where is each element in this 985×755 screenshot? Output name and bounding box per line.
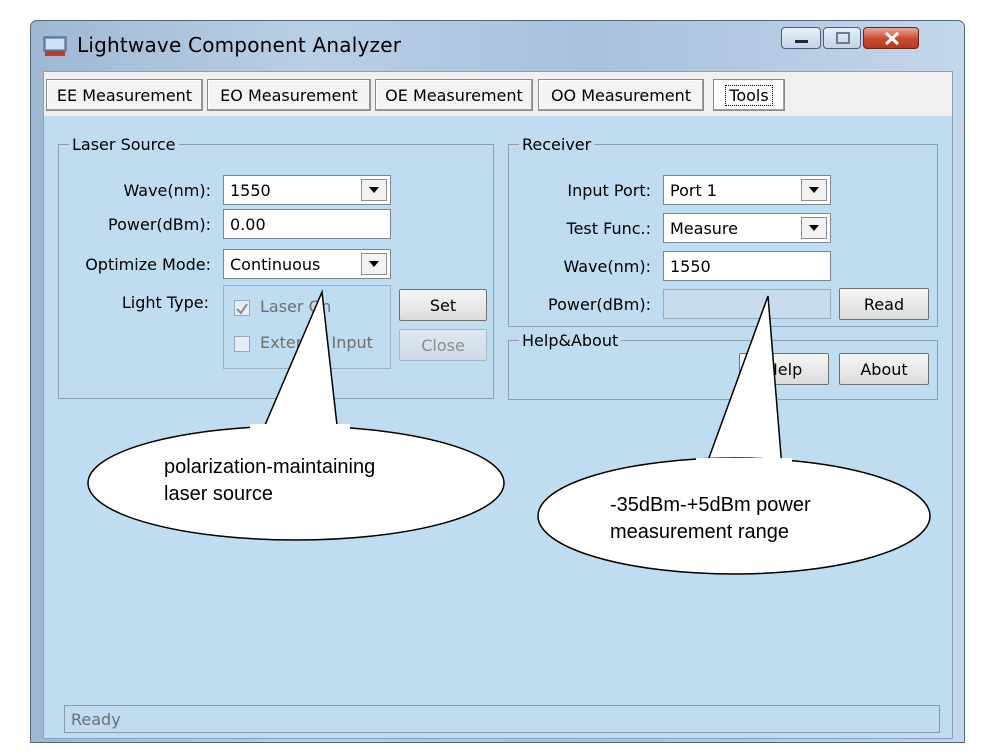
external-input-checkbox[interactable]: [234, 336, 250, 352]
callout-power-text: -35dBm-+5dBm power measurement range: [610, 492, 811, 546]
tab-oo-measurement[interactable]: OO Measurement: [538, 79, 704, 111]
maximize-icon: [836, 32, 850, 44]
receiver-wave-input[interactable]: 1550: [663, 251, 831, 281]
tab-ee-measurement[interactable]: EE Measurement: [46, 79, 203, 111]
about-button[interactable]: About: [839, 353, 929, 385]
callout-power-range: [537, 295, 931, 575]
checkmark-icon: [236, 303, 248, 315]
test-func-label: Test Func.:: [566, 219, 651, 238]
set-button[interactable]: Set: [399, 289, 487, 321]
dropdown-arrow-icon[interactable]: [361, 253, 387, 275]
app-icon: [43, 36, 67, 56]
app-window: Lightwave Component Analyzer EE Measurem…: [30, 20, 965, 743]
tab-label: OE Measurement: [385, 85, 523, 105]
tab-label: OO Measurement: [550, 85, 692, 105]
receiver-group: Receiver Input Port: Port 1 Test Func.: …: [508, 135, 938, 327]
selected-value: Continuous: [230, 254, 321, 274]
status-text: Ready: [71, 709, 121, 729]
window-title: Lightwave Component Analyzer: [77, 33, 402, 57]
test-func-select[interactable]: Measure: [663, 213, 831, 243]
callout-line: -35dBm-+5dBm power: [610, 494, 811, 516]
power-value: 0.00: [230, 214, 266, 234]
dropdown-arrow-icon[interactable]: [801, 179, 827, 201]
callout-line: polarization-maintaining: [164, 456, 376, 478]
dropdown-arrow-icon[interactable]: [801, 217, 827, 239]
tab-eo-measurement[interactable]: EO Measurement: [207, 79, 371, 111]
maximize-button[interactable]: [823, 27, 861, 49]
close-button[interactable]: Close: [399, 329, 487, 361]
callout-laser-source: [87, 289, 505, 541]
selected-value: Measure: [670, 218, 738, 238]
tab-label: EE Measurement: [56, 85, 193, 105]
minimize-button[interactable]: [781, 27, 821, 49]
tab-label: Tools: [725, 84, 773, 106]
tab-oe-measurement[interactable]: OE Measurement: [375, 79, 533, 111]
power-label: Power(dBm):: [108, 215, 211, 234]
selected-value: 1550: [230, 180, 271, 200]
tab-tools[interactable]: Tools: [713, 79, 785, 111]
receiver-power-label: Power(dBm):: [548, 295, 651, 314]
tab-bar: EE Measurement EO Measurement OE Measure…: [44, 72, 952, 116]
wave-value: 1550: [670, 256, 711, 276]
dropdown-arrow-icon[interactable]: [361, 179, 387, 201]
group-title: Receiver: [519, 135, 595, 154]
input-port-label: Input Port:: [567, 181, 651, 200]
laser-on-checkbox[interactable]: [234, 300, 250, 316]
laser-wave-select[interactable]: 1550: [223, 175, 391, 205]
status-bar: Ready: [64, 705, 940, 733]
title-bar[interactable]: Lightwave Component Analyzer: [31, 21, 964, 71]
close-icon: [884, 31, 900, 46]
laser-power-input[interactable]: 0.00: [223, 209, 391, 239]
client-area: EE Measurement EO Measurement OE Measure…: [43, 71, 953, 739]
close-window-button[interactable]: [863, 27, 919, 49]
input-port-select[interactable]: Port 1: [663, 175, 831, 205]
callout-line: measurement range: [610, 521, 789, 543]
group-title: Help&About: [519, 331, 622, 350]
minimize-icon: [795, 40, 808, 43]
help-about-group: Help&About Help About: [508, 331, 938, 400]
callout-laser-text: polarization-maintaining laser source: [164, 454, 375, 508]
light-type-label: Light Type:: [121, 293, 209, 312]
read-button[interactable]: Read: [839, 288, 929, 320]
tab-label: EO Measurement: [220, 85, 358, 105]
optimize-mode-label: Optimize Mode:: [85, 255, 211, 274]
receiver-power-readout: [663, 289, 831, 319]
wave-label: Wave(nm):: [123, 181, 211, 200]
callout-line: laser source: [164, 483, 273, 505]
optimize-mode-select[interactable]: Continuous: [223, 249, 391, 279]
receiver-wave-label: Wave(nm):: [563, 257, 651, 276]
laser-source-group: Laser Source Wave(nm): 1550 Power(dBm): …: [58, 135, 494, 399]
group-title: Laser Source: [69, 135, 179, 154]
selected-value: Port 1: [670, 180, 717, 200]
